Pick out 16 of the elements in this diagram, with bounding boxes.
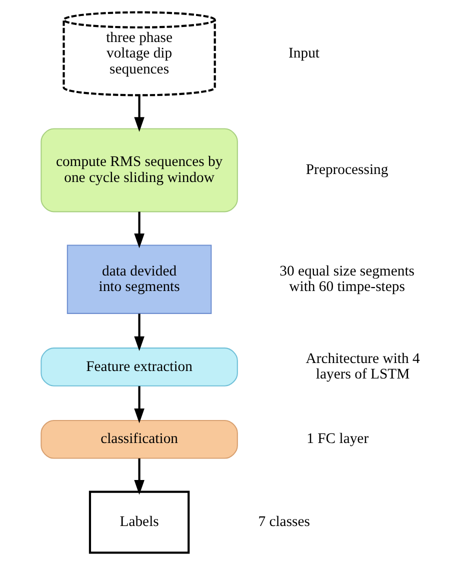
node-box: Labels bbox=[88, 490, 190, 554]
arrow bbox=[134, 212, 144, 248]
node-box: classification bbox=[40, 420, 238, 459]
arrow bbox=[134, 386, 144, 424]
label: Input bbox=[288, 46, 320, 62]
node-box: Feature extraction bbox=[40, 348, 238, 386]
label: 1 FC layer bbox=[306, 431, 368, 448]
arrow bbox=[134, 458, 144, 495]
arrow bbox=[134, 95, 144, 132]
label: Preprocessing bbox=[305, 162, 388, 178]
node-box: compute RMS sequences by one cycle sliding window bbox=[40, 128, 238, 212]
label: 7 classes bbox=[258, 514, 310, 530]
label: 30 equal size segments with 60 timpe-steps bbox=[279, 263, 414, 296]
label: Architecture with 4 layers of LSTM bbox=[305, 350, 420, 383]
arrow bbox=[134, 314, 144, 352]
node-box: data devided into segments bbox=[66, 244, 212, 314]
